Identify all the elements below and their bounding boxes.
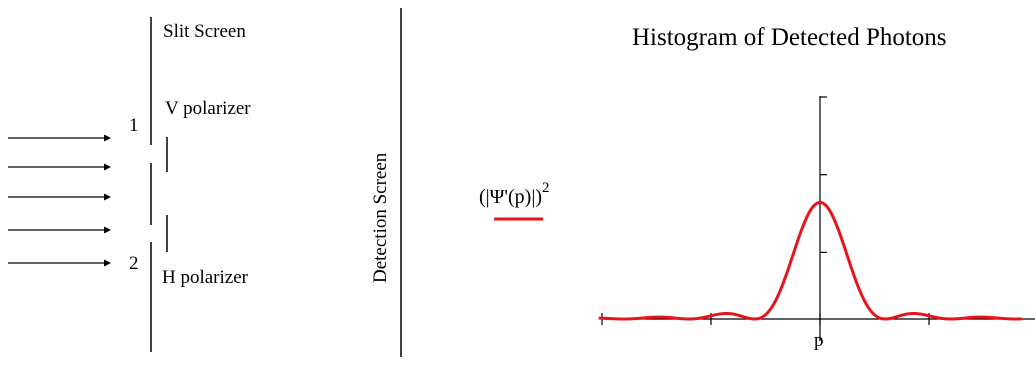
incoming-arrow [8, 226, 111, 234]
slit-2-label: 2 [129, 253, 139, 274]
legend-exponent: 2 [542, 180, 550, 196]
slit-1-label: 1 [129, 115, 139, 136]
incoming-arrow [8, 163, 111, 171]
h-polarizer-label: H polarizer [162, 267, 248, 288]
chart-title: Histogram of Detected Photons [632, 24, 947, 51]
slit-screen-label: Slit Screen [163, 21, 246, 42]
incoming-arrow [8, 193, 111, 201]
probability-curve [598, 200, 1022, 321]
v-polarizer-label: V polarizer [165, 98, 251, 119]
chart-axes [601, 96, 1035, 341]
x-axis-label: p [814, 330, 824, 351]
detection-screen-label: Detection Screen [370, 152, 391, 283]
incoming-arrows [8, 134, 111, 267]
incoming-arrow [8, 134, 111, 142]
incoming-arrow [8, 259, 111, 267]
legend-text: (|Ψ'(p)|) [479, 186, 543, 208]
legend-label: (|Ψ'(p)|)2 [479, 180, 550, 209]
